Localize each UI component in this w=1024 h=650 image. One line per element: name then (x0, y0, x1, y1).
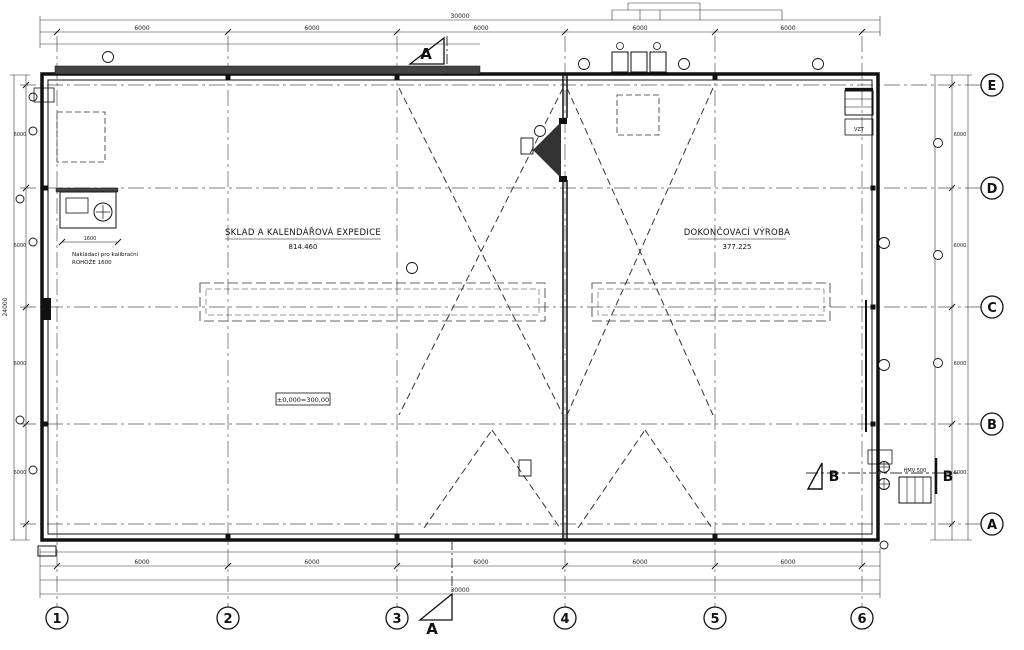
dim-bay: 6000 (14, 470, 27, 476)
right-top-detail (844, 87, 874, 136)
elevation-note-text: ±0,000=300,00 (277, 396, 329, 404)
section-b-label-outer: B (943, 469, 954, 485)
dimension-labels: 6000 6000 6000 6000 6000 30000 6000 6000… (2, 13, 966, 594)
grid-bubble-row-c: C (987, 301, 997, 316)
grid-lines (20, 36, 981, 607)
dim-bay: 6000 (473, 25, 488, 32)
dim-bay: 6000 (780, 559, 795, 566)
grid-bubbles-rows: E D C B A (980, 73, 1004, 536)
section-a-label-top: A (420, 45, 432, 63)
dim-bay: 6000 (134, 559, 149, 566)
crane-beam-left (199, 282, 546, 322)
room-name: DOKONČOVACÍ VÝROBA (684, 226, 791, 238)
left-machine-dim: 1600 (84, 236, 97, 242)
wall-column-marks (42, 74, 876, 539)
dim-bay: 6000 (14, 243, 27, 249)
grid-bubbles-columns: 1 2 3 4 5 6 (45, 606, 874, 630)
dim-bay: 6000 (14, 132, 27, 138)
dim-total-width: 30000 (450, 587, 469, 594)
section-b-label-inner: B (829, 469, 840, 485)
section-marker-a-bottom: A (418, 540, 453, 638)
dim-bay: 6000 (632, 559, 647, 566)
elevation-note: ±0,000=300,00 (275, 392, 331, 406)
dim-bay: 6000 (632, 25, 647, 32)
grid-bubble-col-5: 5 (710, 612, 719, 627)
section-marker-a-top: A (408, 36, 448, 74)
grid-bubble-col-6: 6 (857, 612, 866, 627)
interior-partition-wall (562, 74, 568, 540)
dim-bay: 6000 (954, 470, 967, 476)
grid-bubble-row-d: D (987, 182, 998, 197)
position-tag-circles (15, 51, 943, 550)
room-label-sklad: SKLAD A KALENDÁŘOVÁ EXPEDICE 814.460 (225, 226, 381, 251)
dim-bay: 6000 (304, 559, 319, 566)
top-wall-hatch (54, 65, 481, 75)
room-number: 377.225 (723, 243, 752, 251)
left-machine-detail (55, 187, 122, 246)
grid-bubble-row-a: A (987, 518, 997, 533)
dim-bay: 6000 (14, 361, 27, 367)
dim-bay: 6000 (954, 243, 967, 249)
top-equipment-detail (610, 42, 668, 74)
grid-bubble-col-2: 2 (223, 612, 232, 627)
grid-bubble-row-e: E (988, 79, 997, 94)
left-machine-note-1: Nakládací pro kalibrační (72, 251, 139, 258)
crane-beam-right (591, 282, 831, 322)
grid-bubble-col-3: 3 (392, 612, 401, 627)
dim-bay: 6000 (954, 361, 967, 367)
dimension-chains (10, 2, 972, 598)
dim-total-height: 24000 (2, 297, 9, 316)
exterior-pads (33, 87, 57, 557)
dimension-ticks (22, 28, 956, 570)
grid-bubble-col-4: 4 (560, 612, 569, 627)
dim-bay: 6000 (134, 25, 149, 32)
dim-bay: 6000 (780, 25, 795, 32)
section-marker-b: B B (806, 458, 954, 494)
right-bottom-detail (867, 449, 932, 504)
section-a-label-bottom: A (426, 620, 438, 638)
grid-bubble-row-b: B (987, 418, 997, 433)
dim-bay: 6000 (473, 559, 488, 566)
grid-bubble-col-1: 1 (52, 612, 61, 627)
dim-total-width: 30000 (450, 13, 469, 20)
right-top-detail-label: VZT (854, 127, 865, 133)
roof-bracing-dashed (56, 87, 714, 529)
left-machine-note-2: ROHOŽE 1600 (72, 258, 112, 266)
door-symbol (518, 118, 567, 477)
dim-bay: 6000 (954, 132, 967, 138)
room-number: 814.460 (289, 243, 318, 251)
right-bottom-detail-label: HMV 500 (904, 468, 927, 474)
dim-bay: 6000 (304, 25, 319, 32)
room-label-vyroba: DOKONČOVACÍ VÝROBA 377.225 (684, 226, 791, 251)
room-name: SKLAD A KALENDÁŘOVÁ EXPEDICE (225, 226, 381, 238)
